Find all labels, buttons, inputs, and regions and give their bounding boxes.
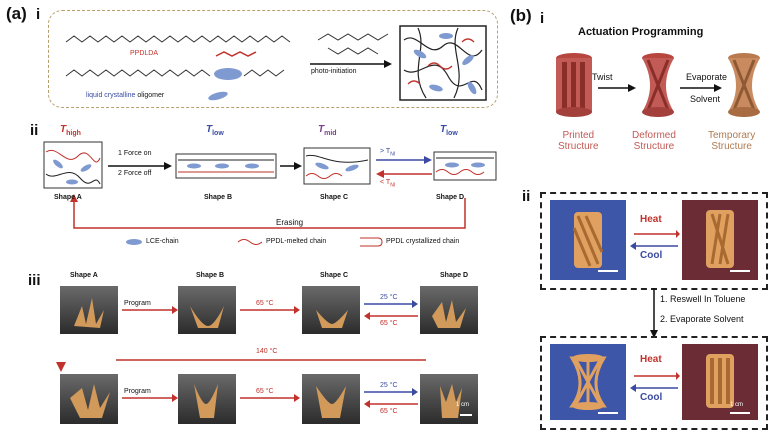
- cool-label-2: Cool: [640, 392, 663, 403]
- legend-crystallized-label: PPDL crystallized chain: [386, 238, 460, 245]
- photo-row1-shape-a: [60, 286, 118, 334]
- t-low-label-b: Tlow: [206, 124, 224, 137]
- shape-c-network: [303, 147, 371, 185]
- lc-mesogen-icon: [214, 68, 242, 80]
- erasing-label: Erasing: [276, 218, 304, 227]
- erasing-arrow: [73, 198, 466, 229]
- bii-box-bottom: 1 cm Heat Cool: [540, 336, 768, 430]
- lc-oligomer-label: liquid crystalline oligomer: [86, 92, 165, 99]
- lt-tni-label: < TNI: [380, 179, 396, 189]
- legend-melted-icon: [237, 239, 263, 245]
- actuation-title: Actuation Programming: [578, 26, 704, 38]
- temp-65-label-2b: 65 °C: [380, 408, 398, 415]
- photo-row2-shape-c: [302, 374, 360, 424]
- bii-bottom-maroon-photo: 1 cm: [682, 344, 758, 420]
- ppdlda-molecule: [65, 35, 291, 43]
- printed-structure: [556, 53, 592, 117]
- deformed-structure: [642, 53, 674, 117]
- photo-row2-shape-d: 1 cm: [420, 374, 478, 424]
- b-scale-label: 1 cm: [730, 402, 744, 408]
- shape-c-label: Shape C: [320, 194, 349, 201]
- photo-row1-shape-d: [420, 286, 478, 334]
- solvent-label: Solvent: [690, 94, 721, 104]
- step-2-label: 2. Evaporate Solvent: [660, 314, 744, 324]
- photo-row2-shape-b: [178, 374, 236, 424]
- synthesis-box: [48, 10, 498, 108]
- lc-oligomer-molecule: [65, 69, 211, 77]
- shape-a-label: Shape A: [54, 194, 82, 201]
- gt-tni-label: > TNI: [380, 148, 396, 158]
- synthesis-diagram: [65, 25, 487, 101]
- actuation-diagram: [556, 53, 760, 117]
- t-high-label: Thigh: [60, 124, 81, 137]
- twist-label: Twist: [592, 72, 613, 82]
- panel-b-i-tag: i: [540, 10, 545, 27]
- iii-shape-b-label: Shape B: [196, 272, 225, 279]
- bii-top-blue-photo: [550, 200, 626, 280]
- panel-a-tag: (a): [6, 4, 27, 23]
- step-1-label: 1. Reswell In Toluene: [660, 294, 746, 304]
- iii-shape-d-label: Shape D: [440, 272, 469, 279]
- temp-25-label-2: 25 °C: [380, 382, 398, 389]
- shape-b-label: Shape B: [204, 194, 233, 201]
- panel-a-ii-tag: ii: [30, 122, 39, 139]
- iii-shape-a-label: Shape A: [70, 272, 98, 279]
- temporary-structure: [728, 53, 760, 117]
- photo-row1-shape-c: [302, 286, 360, 334]
- crosslinker-molecule: [317, 33, 389, 41]
- panel-b-ii-tag: ii: [522, 188, 531, 205]
- heat-label-1: Heat: [640, 214, 662, 225]
- cool-label-1: Cool: [640, 250, 663, 261]
- lc-symbol: [208, 91, 228, 101]
- temp-65-label-1: 65 °C: [256, 300, 274, 307]
- temp-25-label-1: 25 °C: [380, 294, 398, 301]
- photo-row2-shape-a: [60, 374, 118, 424]
- panel-a-iii-tag: iii: [28, 272, 41, 289]
- ppdlda-label: PPDLDA: [130, 50, 159, 57]
- panel-a-i-tag: i: [36, 6, 41, 23]
- a-scale-label: 1 cm: [456, 402, 470, 408]
- legend-lce-icon: [126, 239, 142, 245]
- legend-melted-label: PPDL-melted chain: [266, 238, 327, 245]
- shape-d-network: [433, 151, 497, 181]
- bii-bottom-blue-photo: [550, 344, 626, 420]
- panel-b-tag: (b): [510, 6, 532, 25]
- temp-140-label: 140 °C: [256, 348, 278, 355]
- program-label-1: Program: [124, 300, 151, 307]
- shape-memory-diagram: [43, 141, 497, 247]
- force-off-label: 2 Force off: [118, 170, 152, 177]
- legend-lce-label: LCE-chain: [146, 238, 179, 245]
- program-label-2: Program: [124, 388, 151, 395]
- bii-box-top: Heat Cool: [540, 192, 768, 290]
- t-low-label-d: Tlow: [440, 124, 458, 137]
- photo-row1-shape-b: [178, 286, 236, 334]
- temp-65-label-2: 65 °C: [256, 388, 274, 395]
- evaporate-label: Evaporate: [686, 72, 728, 82]
- t-mid-label: Tmid: [318, 124, 337, 137]
- bii-top-maroon-photo: [682, 200, 758, 280]
- iii-shape-c-label: Shape C: [320, 272, 349, 279]
- force-on-label: 1 Force on: [118, 150, 152, 157]
- shape-d-label: Shape D: [436, 194, 465, 201]
- legend-crystallized-icon: [360, 237, 383, 247]
- heat-label-2: Heat: [640, 354, 662, 365]
- iii-arrows: [116, 300, 426, 408]
- ppdlda-symbol: [215, 51, 257, 57]
- photo-initiation-label: photo-initiation: [311, 68, 357, 75]
- temp-65-label-1b: 65 °C: [380, 320, 398, 327]
